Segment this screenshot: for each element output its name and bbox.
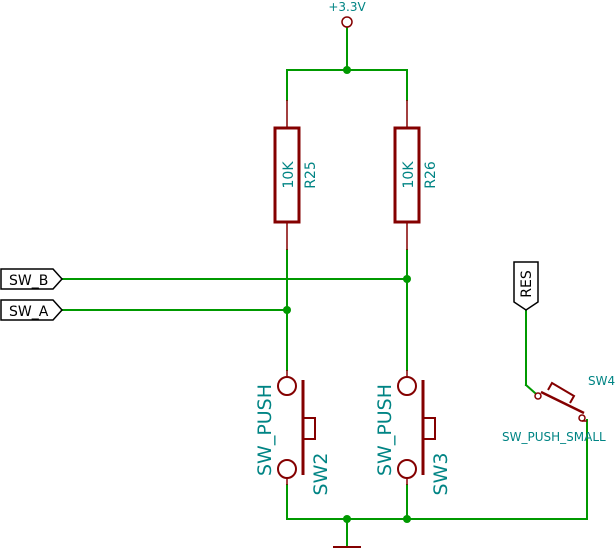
switch-sw3-contact-bottom — [397, 459, 417, 479]
switch-sw3-ref: SW3 — [430, 453, 452, 496]
switch-sw4-contact-b — [578, 414, 586, 422]
switch-sw3-contact-top — [397, 376, 417, 396]
label-sw-a: SW_A — [0, 299, 64, 321]
label-sw-b-text: SW_B — [9, 273, 48, 289]
resistor-r26: 10K R26 — [393, 100, 439, 250]
junction-sw-b — [403, 275, 411, 283]
switch-sw4-lever — [540, 390, 585, 415]
label-res-text: RES — [519, 270, 535, 298]
label-sw-a-text: SW_A — [9, 304, 49, 320]
resistor-r26-value: 10K — [401, 161, 417, 189]
switch-sw2-ref: SW2 — [310, 453, 332, 496]
switch-sw2-button — [303, 417, 316, 440]
switch-sw3-button — [423, 417, 436, 440]
junctions — [283, 66, 411, 523]
power-circle-icon — [341, 16, 353, 28]
resistor-r25-ref: R25 — [303, 161, 319, 189]
switch-sw4-value: SW_PUSH_SMALL — [502, 430, 606, 444]
junction-top — [343, 66, 351, 74]
switch-sw4-button — [547, 381, 576, 404]
resistor-r25-value: 10K — [281, 161, 297, 189]
switch-sw2-contact-bottom — [277, 459, 297, 479]
switch-sw2: SW_PUSH SW2 — [254, 370, 332, 495]
wire-res-diag — [524, 383, 537, 395]
label-sw-a-shape — [0, 299, 64, 321]
switch-sw2-contact-top — [277, 376, 297, 396]
junction-bottom-left — [343, 515, 351, 523]
resistor-r25: 10K R25 — [273, 100, 319, 250]
switch-sw2-value: SW_PUSH — [254, 384, 276, 476]
label-sw-b-shape — [0, 268, 64, 290]
label-res-shape — [513, 261, 539, 311]
label-sw-b: SW_B — [0, 268, 64, 290]
resistor-r26-ref: R26 — [423, 161, 439, 189]
switch-sw4-contact-a — [534, 392, 542, 400]
switch-sw3: SW_PUSH SW3 — [374, 370, 452, 495]
power-symbol: +3.3V — [328, 0, 366, 28]
switch-sw4: SW4 SW_PUSH_SMALL — [502, 374, 615, 444]
junction-bottom-right — [403, 515, 411, 523]
switch-sw3-value: SW_PUSH — [374, 384, 396, 476]
label-res: RES — [513, 261, 539, 311]
power-label: +3.3V — [328, 0, 366, 14]
wires — [61, 27, 588, 547]
switch-sw4-ref: SW4 — [588, 374, 615, 388]
junction-sw-a — [283, 306, 291, 314]
